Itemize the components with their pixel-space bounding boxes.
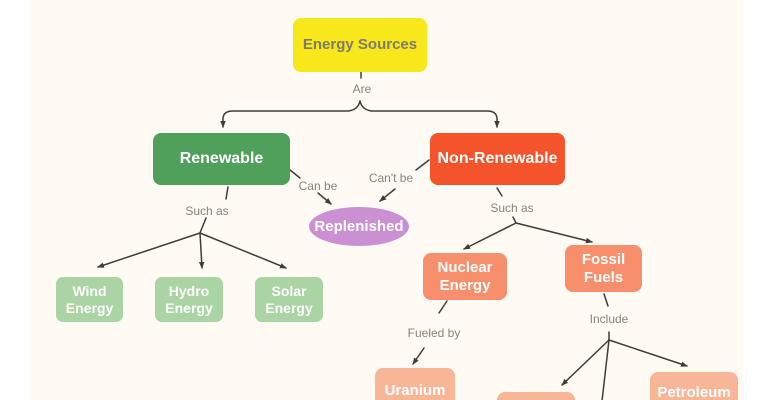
node-non-renewable[interactable]: Non-Renewable: [430, 133, 565, 185]
edge-label-are: Are: [352, 82, 372, 96]
node-renewable[interactable]: Renewable: [153, 133, 290, 185]
node-wind-energy[interactable]: Wind Energy: [56, 277, 123, 322]
node-hydro-energy[interactable]: Hydro Energy: [155, 277, 223, 322]
node-nuclear-energy[interactable]: Nuclear Energy: [423, 253, 507, 300]
edge-label-include: Include: [589, 312, 629, 326]
edge-label-such-as-right: Such as: [490, 201, 534, 215]
edge-label-can-be: Can be: [298, 179, 338, 193]
node-replenished[interactable]: Replenished: [309, 207, 409, 246]
edge-label-fueled-by: Fueled by: [407, 326, 461, 340]
edge-label-such-as-left: Such as: [185, 204, 229, 218]
node-fossil-fuel-partial[interactable]: [497, 392, 575, 400]
node-uranium[interactable]: Uranium: [375, 368, 455, 400]
node-solar-energy[interactable]: Solar Energy: [255, 277, 323, 322]
edge-label-cant-be: Can't be: [368, 171, 414, 185]
node-petroleum[interactable]: Petroleum: [650, 372, 738, 400]
node-fossil-fuels[interactable]: Fossil Fuels: [565, 245, 642, 292]
node-energy-sources[interactable]: Energy Sources: [293, 18, 427, 72]
